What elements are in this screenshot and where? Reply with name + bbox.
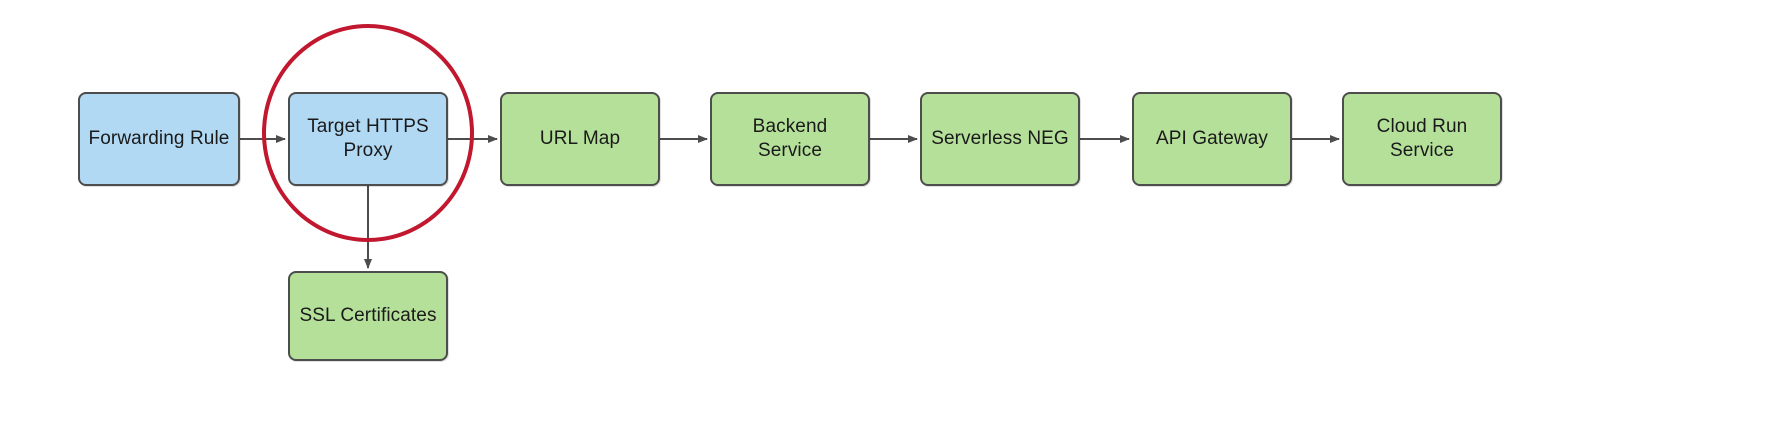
node-cloud-run-service[interactable]: Cloud Run Service [1342, 92, 1502, 186]
node-backend-service-label: Backend Service [752, 115, 828, 161]
highlight-ellipse-target-https-proxy [262, 24, 474, 242]
node-target-https-proxy-label: Target HTTPS Proxy [307, 115, 429, 161]
node-forwarding-rule-label: Forwarding Rule [88, 127, 230, 149]
node-cloud-run-service-label: Cloud Run Service [1376, 115, 1468, 161]
node-url-map-label: URL Map [539, 127, 621, 149]
node-backend-service[interactable]: Backend Service [710, 92, 870, 186]
node-forwarding-rule[interactable]: Forwarding Rule [78, 92, 240, 186]
node-target-https-proxy[interactable]: Target HTTPS Proxy [288, 92, 448, 186]
node-api-gateway-label: API Gateway [1156, 127, 1268, 149]
node-serverless-neg[interactable]: Serverless NEG [920, 92, 1080, 186]
node-url-map[interactable]: URL Map [500, 92, 660, 186]
node-ssl-certificates[interactable]: SSL Certificates [288, 271, 448, 361]
node-serverless-neg-label: Serverless NEG [931, 127, 1069, 149]
node-api-gateway[interactable]: API Gateway [1132, 92, 1292, 186]
node-ssl-certificates-label: SSL Certificates [299, 304, 437, 326]
